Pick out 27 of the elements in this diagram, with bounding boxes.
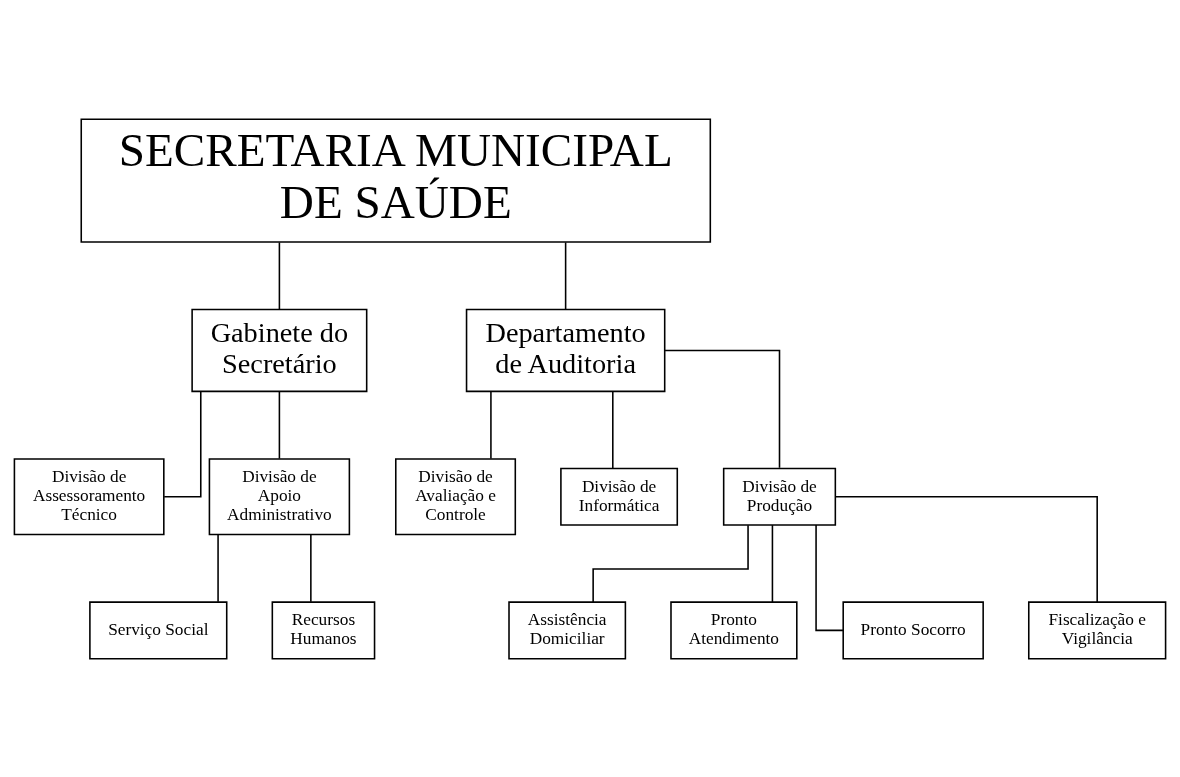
connector: [612, 390, 614, 469]
node-box: Divisão de Informática: [560, 467, 679, 526]
node-box: Serviço Social: [89, 600, 228, 659]
node-box: Divisão de Avaliação e Controle: [395, 457, 517, 535]
node-box: Divisão de Apoio Administrativo: [208, 457, 351, 535]
node-box: Assistência Domiciliar: [508, 600, 627, 659]
connector: [771, 523, 774, 603]
node-box: Divisão de Assessoramento Técnico: [13, 457, 165, 535]
connector: [834, 495, 1098, 603]
node-box: Fiscalização e Vigilância: [1028, 600, 1167, 659]
node-box: Recursos Humanos: [271, 600, 376, 659]
connector: [163, 390, 202, 497]
connector: [815, 523, 844, 631]
connector: [592, 524, 749, 603]
connector: [278, 241, 281, 310]
connector: [564, 241, 567, 310]
connector: [664, 349, 781, 469]
connector: [278, 390, 281, 459]
node-box: SECRETARIA MUNICIPAL DE SAÚDE: [80, 118, 712, 243]
connector: [217, 533, 219, 602]
node-box: Divisão de Produção: [722, 467, 837, 526]
node-box: Departamento de Auditoria: [465, 308, 666, 392]
node-box: Gabinete do Secretário: [191, 308, 368, 392]
connector: [310, 533, 312, 602]
node-box: Pronto Socorro: [842, 600, 984, 659]
node-box: Pronto Atendimento: [670, 600, 798, 659]
connector: [490, 390, 492, 459]
